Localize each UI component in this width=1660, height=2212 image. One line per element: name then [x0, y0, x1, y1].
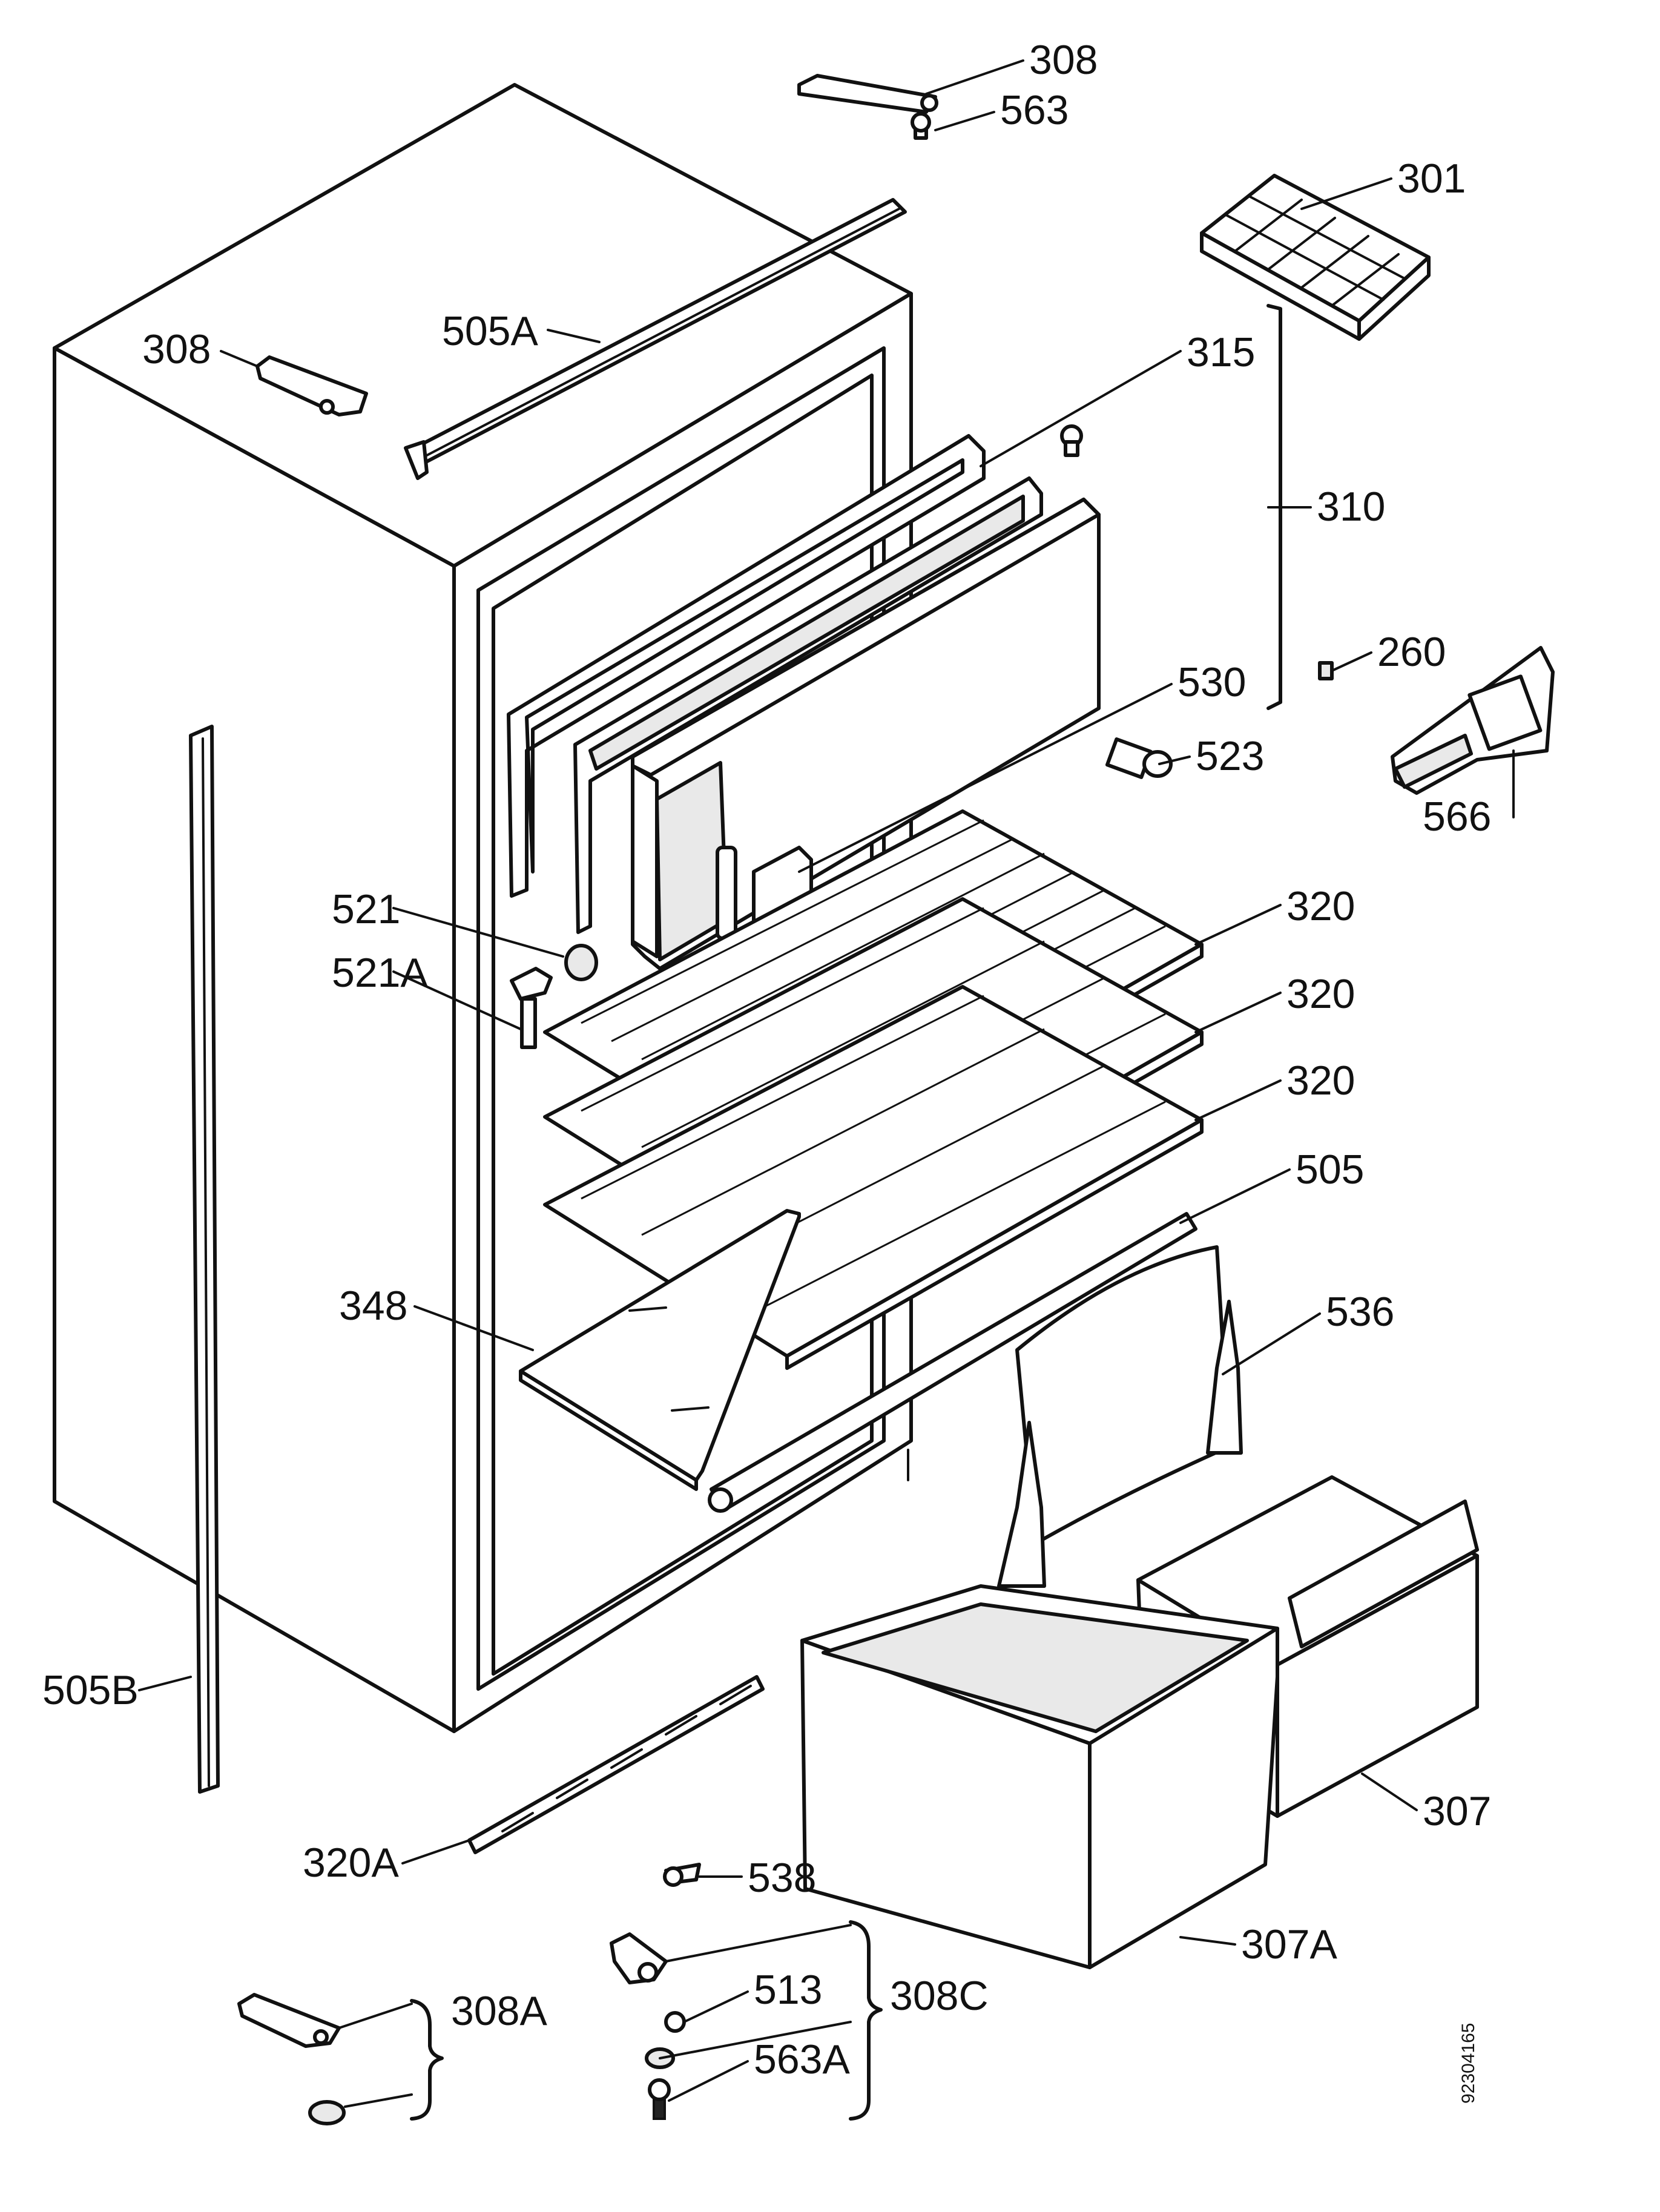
leader-l301	[1300, 177, 1392, 210]
bulb-523	[1105, 737, 1173, 779]
callout-l566: 566	[1423, 794, 1491, 840]
scraper-566	[1391, 646, 1555, 795]
callout-l308C: 308C	[890, 1973, 989, 2019]
callout-l563A: 563A	[754, 2036, 850, 2082]
leader-l505	[1179, 1168, 1291, 1224]
callout-l308_left: 308	[142, 326, 211, 372]
callout-l505: 505	[1296, 1147, 1364, 1193]
bin-307A	[800, 1584, 1279, 1969]
callout-l505B: 505B	[42, 1667, 139, 1713]
clip-260	[1318, 661, 1334, 680]
freezer-door-310	[507, 434, 1101, 970]
leader-l260	[1331, 651, 1372, 672]
leader-l505A	[547, 329, 601, 343]
callout-l320_3: 320	[1286, 1058, 1355, 1104]
leader-l523	[1158, 755, 1191, 765]
hinge-308-left	[255, 355, 368, 416]
callout-l513: 513	[754, 1967, 822, 2013]
ice-tray-301	[1200, 174, 1431, 341]
leader-l320_3	[1194, 1079, 1282, 1121]
leader-l348	[413, 1305, 534, 1351]
callout-l260: 260	[1377, 629, 1446, 675]
glass-shelf-348	[519, 1209, 801, 1491]
leader-l563A	[668, 2060, 749, 2102]
strip-505A	[404, 198, 907, 480]
leader-l505B	[138, 1676, 192, 1691]
screw-563	[911, 112, 931, 140]
callout-l521A: 521A	[332, 950, 428, 996]
trim-505	[708, 1212, 1197, 1513]
callout-l308_top: 308	[1029, 37, 1098, 83]
leader-l320A	[401, 1839, 470, 1865]
leader-l530	[798, 683, 1173, 873]
leader-l308_top	[925, 59, 1024, 95]
leader-l536	[1222, 1312, 1321, 1375]
callout-l320_2: 320	[1286, 971, 1355, 1017]
callout-l523: 523	[1196, 733, 1264, 779]
rail-320A	[467, 1675, 765, 1854]
top-hinge-308	[797, 74, 938, 114]
callout-l301: 301	[1397, 156, 1466, 202]
knob-521	[564, 944, 598, 981]
callout-l536: 536	[1326, 1289, 1394, 1335]
callout-l315: 315	[1187, 329, 1255, 375]
leader-l521	[392, 907, 564, 958]
strip-505B	[189, 725, 220, 1794]
leader-l320_1	[1194, 904, 1282, 946]
leader-l563_top	[934, 111, 995, 131]
callout-l563_top: 563	[1000, 87, 1069, 133]
callout-l320A: 320A	[303, 1840, 399, 1886]
hinge-308A	[237, 1993, 444, 2125]
leader-l513	[683, 1990, 749, 2023]
leader-l521A	[392, 970, 522, 1030]
leader-l308_left	[220, 350, 259, 367]
callout-l320_1: 320	[1286, 883, 1355, 929]
leader-l320_2	[1194, 992, 1282, 1033]
lug-538	[663, 1863, 701, 1887]
callout-l348: 348	[339, 1283, 407, 1329]
callout-l307: 307	[1423, 1788, 1491, 1834]
leader-lines	[138, 59, 1515, 2102]
callout-l307A: 307A	[1241, 1921, 1337, 1967]
drawing-number: 92304165	[1458, 2023, 1478, 2104]
callout-l521: 521	[332, 886, 400, 932]
leader-l307	[1361, 1773, 1418, 1811]
leader-l307A	[1179, 1936, 1236, 1946]
callout-l538: 538	[748, 1855, 816, 1901]
divider-536	[997, 1245, 1243, 1588]
hinge-308C	[610, 1920, 883, 2121]
callout-l310: 310	[1317, 484, 1385, 530]
callout-l505A: 505A	[442, 308, 538, 354]
callout-l530: 530	[1177, 659, 1246, 705]
leader-l315	[980, 350, 1182, 467]
thermostat-521A	[510, 967, 553, 1049]
part-315	[1060, 424, 1083, 457]
callout-l308A: 308A	[451, 1988, 547, 2034]
